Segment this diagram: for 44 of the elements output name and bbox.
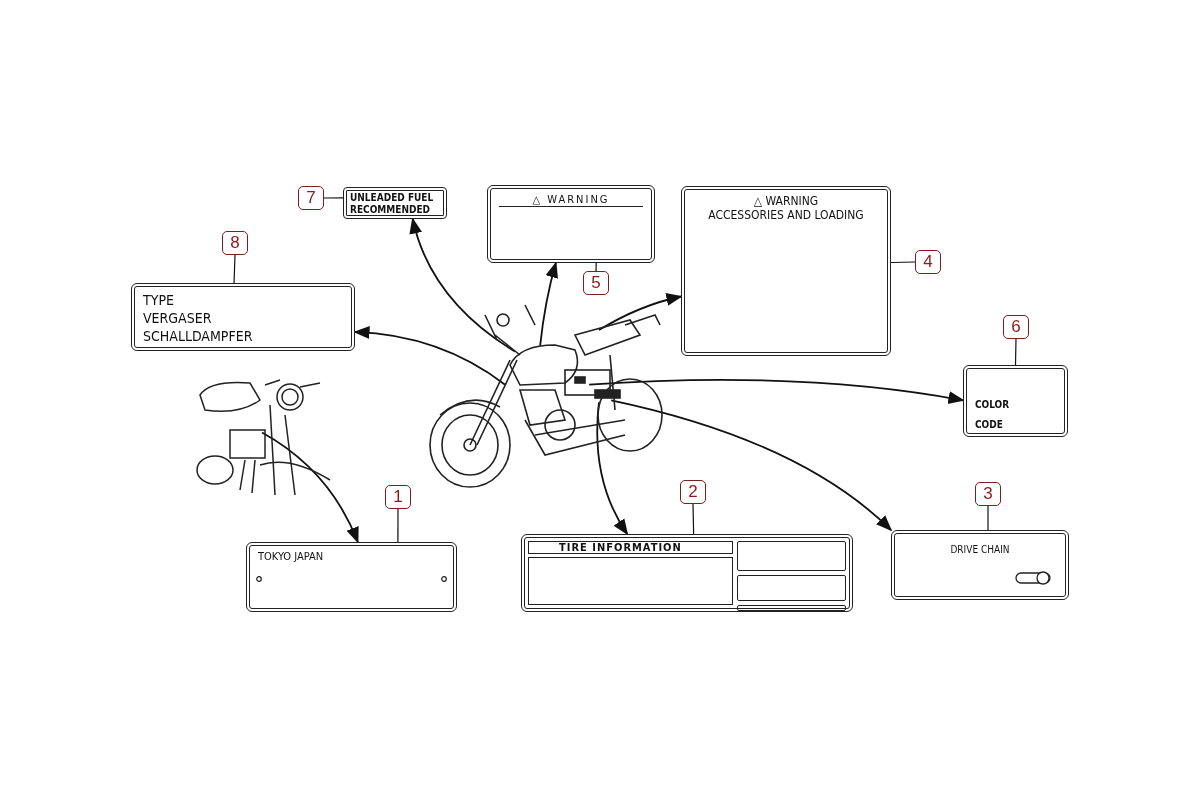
- decal-text: UNLEADED FUEL RECOMMENDED: [350, 192, 435, 216]
- arrow: [588, 379, 965, 405]
- arrow: [596, 401, 629, 536]
- decal-text: ACCESSORIES AND LOADING: [707, 208, 865, 222]
- decal-label: [246, 542, 457, 612]
- callout-number: 4: [915, 250, 941, 274]
- decal-text: DRIVE CHAIN: [949, 544, 1011, 555]
- decal-label: [131, 283, 355, 351]
- callout-number: 7: [298, 186, 324, 210]
- callout-number: 8: [222, 231, 248, 255]
- decal-text: SCHALLDAMPFER: [143, 327, 254, 345]
- decal-text: COLOR: [975, 398, 1011, 412]
- leader-line: [692, 503, 695, 535]
- arrow: [353, 326, 506, 386]
- arrow: [539, 261, 559, 347]
- callout-number: 5: [583, 271, 609, 295]
- leader-line: [1014, 338, 1017, 366]
- decal-label: [681, 186, 891, 356]
- decal-label: [521, 534, 853, 612]
- leader-line: [595, 262, 597, 272]
- callout-number: 1: [385, 485, 411, 509]
- leader-line: [323, 197, 344, 199]
- decal-text: TYPE: [143, 291, 175, 309]
- decal-label: [963, 365, 1068, 437]
- decal-heading: △ WARNING: [752, 194, 820, 208]
- arrow: [261, 431, 359, 544]
- arrow: [610, 399, 893, 532]
- decal-heading: △ WARNING: [499, 193, 643, 207]
- arrow: [598, 293, 683, 331]
- decal-label: [891, 530, 1069, 600]
- decal-text: TOKYO JAPAN: [258, 550, 325, 563]
- decal-heading: TIRE INFORMATION: [528, 541, 733, 554]
- decal-text: CODE: [975, 418, 1004, 432]
- decal-label: [343, 187, 447, 219]
- callout-number: 3: [975, 482, 1001, 506]
- callout-number: 2: [680, 480, 706, 504]
- arrow: [409, 217, 516, 353]
- leader-line: [397, 508, 399, 543]
- leader-line: [890, 261, 916, 264]
- leader-line: [987, 505, 989, 531]
- callout-number: 6: [1003, 315, 1029, 339]
- decal-text: VERGASER: [143, 309, 213, 327]
- decal-label: [487, 185, 655, 263]
- leader-line: [233, 254, 236, 284]
